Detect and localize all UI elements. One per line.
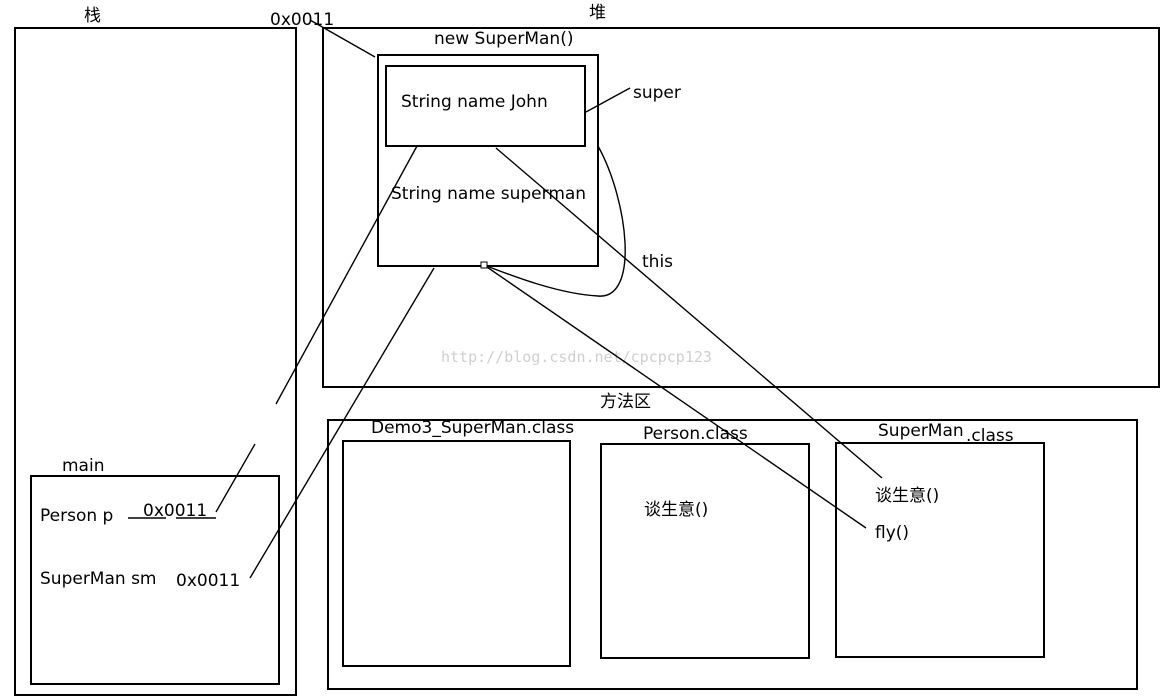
class-box-person — [600, 443, 810, 659]
class-name-superman: SuperMan — [878, 421, 964, 441]
main-frame — [30, 475, 280, 685]
class-box-superman — [835, 442, 1045, 658]
superman-method-talk: 谈生意() — [875, 486, 940, 506]
main-frame-title: main — [62, 456, 105, 476]
person-method-talk: 谈生意() — [644, 500, 709, 520]
heap-title: 堆 — [589, 3, 606, 23]
super-label: super — [633, 83, 681, 103]
superman-variable: SuperMan sm — [40, 569, 157, 589]
class-name-superman-suffix: .class — [966, 426, 1014, 446]
super-field: String name John — [401, 92, 548, 112]
method-area-title: 方法区 — [600, 392, 651, 412]
class-box-demo3 — [342, 440, 571, 667]
superman-variable-address: 0x0011 — [176, 571, 241, 591]
person-variable-address: 0x0011 — [143, 501, 208, 521]
stack-title: 栈 — [84, 6, 101, 26]
watermark: http://blog.csdn.net/cpcpcp123 — [441, 348, 712, 366]
this-label: this — [642, 252, 674, 272]
class-name-person: Person.class — [643, 424, 748, 444]
person-variable: Person p — [40, 506, 114, 526]
object-label: new SuperMan() — [434, 29, 574, 49]
this-field: String name superman — [391, 184, 587, 204]
superman-method-fly: fly() — [875, 523, 910, 543]
class-name-demo3: Demo3_SuperMan.class — [371, 418, 575, 438]
